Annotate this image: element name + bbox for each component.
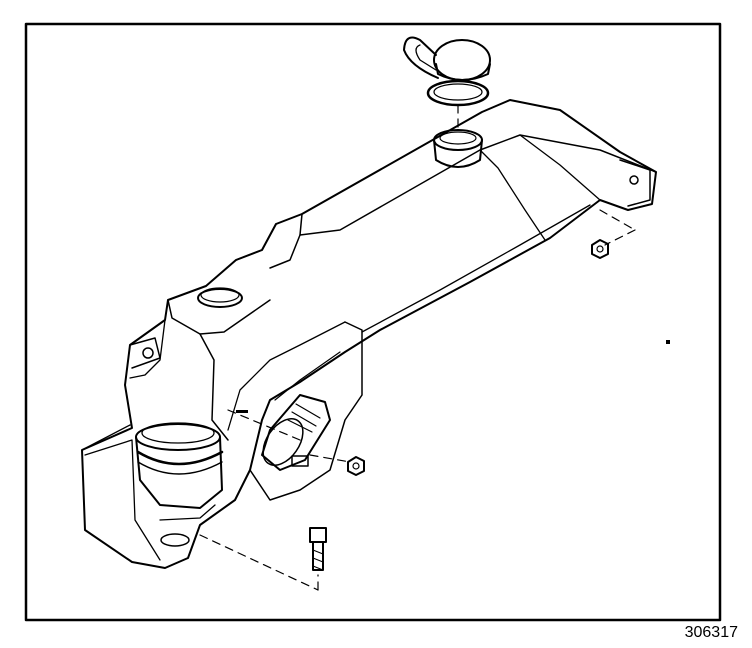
reservoir-cap: [403, 36, 491, 81]
mounting-bolt: [309, 527, 327, 571]
mounting-nut-center: [347, 456, 365, 476]
diagram-frame: [24, 22, 722, 622]
mounting-nut-rear: [591, 239, 609, 259]
dash-mark: [236, 410, 248, 413]
filler-grommet: [433, 129, 483, 168]
hose-connector: [261, 394, 331, 471]
washer-reservoir: [81, 99, 657, 569]
cap-seal: [426, 79, 490, 107]
pump-clamp: [136, 450, 224, 475]
figure-id-number: 306317: [684, 624, 738, 641]
pump-grommet: [135, 422, 223, 509]
assembly-guide-lines: [199, 104, 636, 591]
dot-mark: [666, 340, 670, 344]
